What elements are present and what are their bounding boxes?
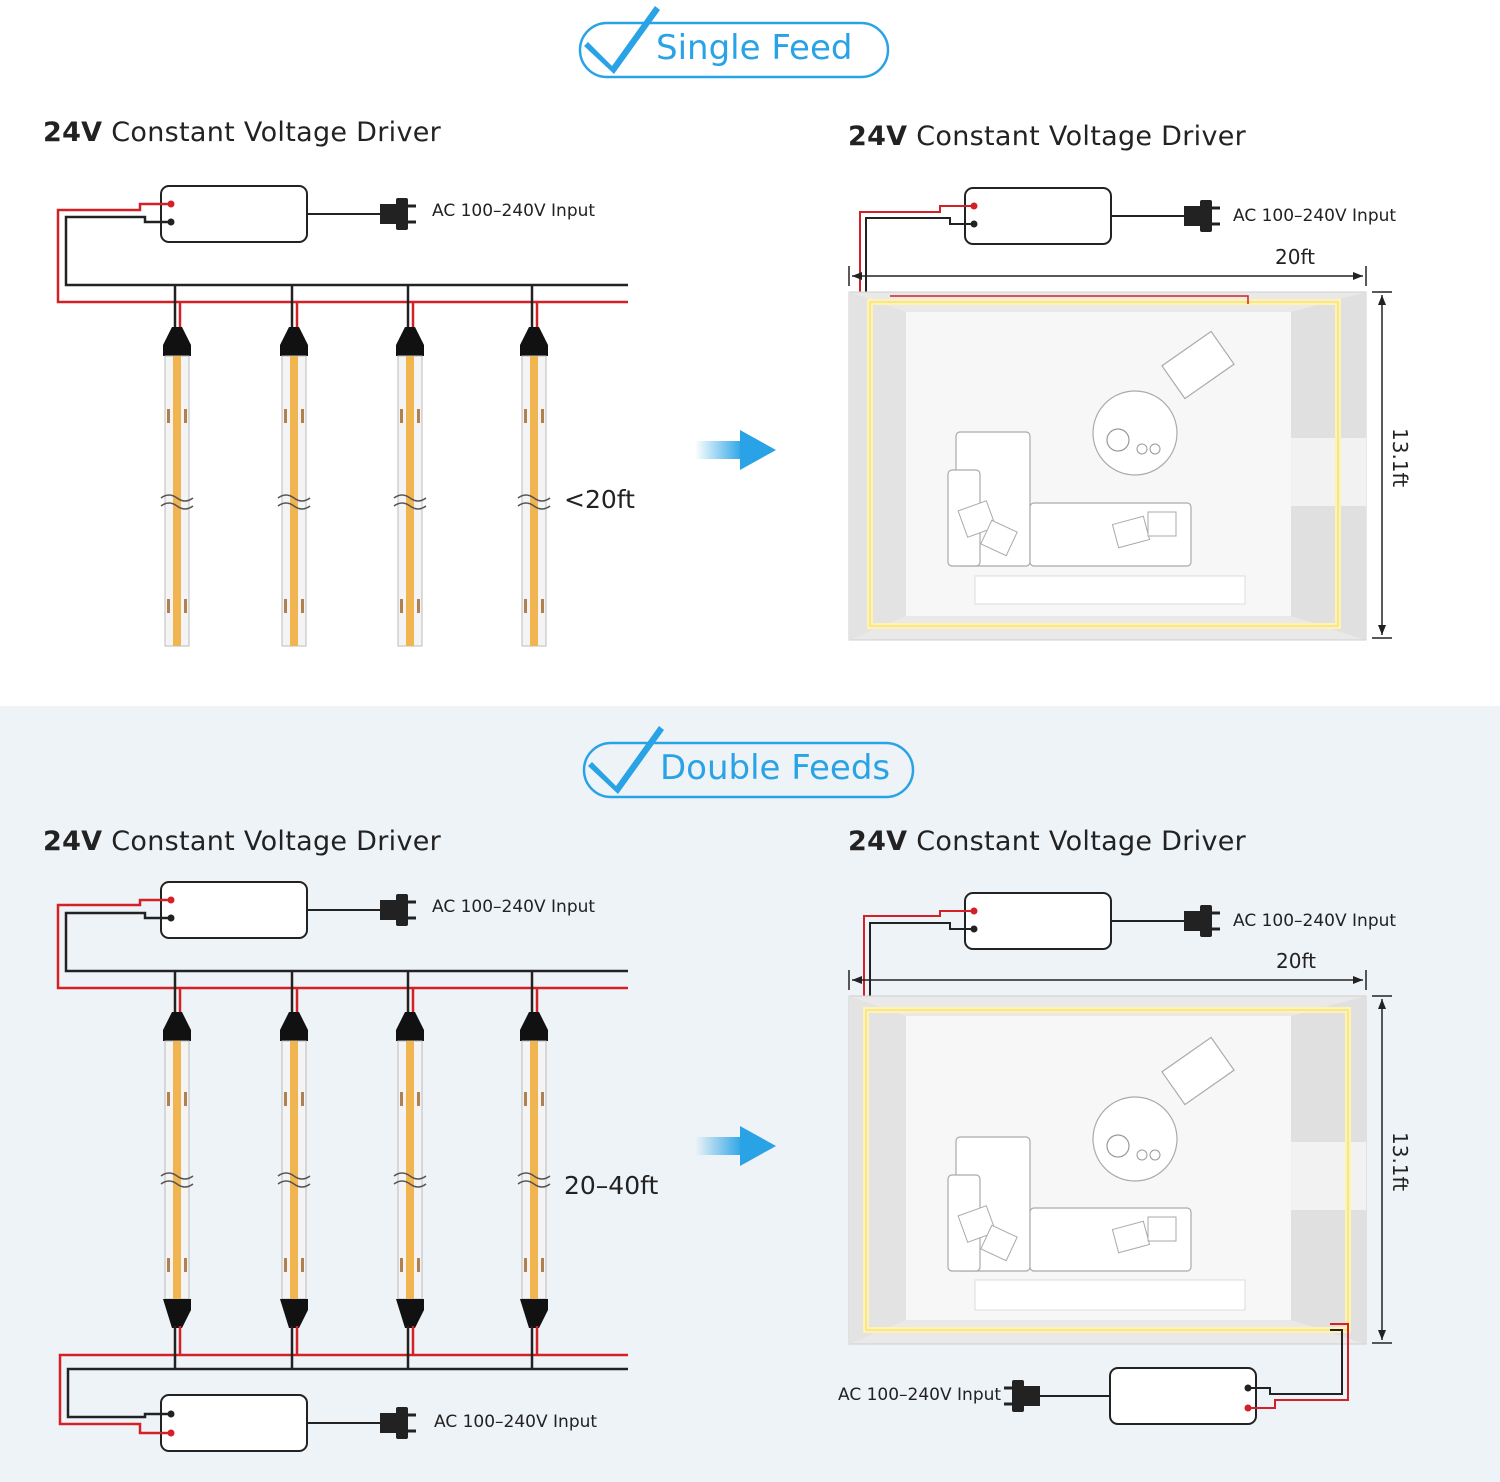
armchair-icon [1161,330,1235,400]
room-plan [848,995,1367,1345]
driver-title: 24V Constant Voltage Driver [43,826,441,857]
sofa-icon [947,431,1192,567]
led-strip [160,285,194,647]
room-width-label: 20ft [1275,245,1315,269]
strip-length-label: 20–40ft [564,1171,659,1200]
led-strip [277,285,311,647]
driver-title-text: Constant Voltage Driver [102,826,442,857]
double-feeds-diagram [56,726,1392,1452]
plug-icon [1184,905,1220,937]
plug-icon [1004,1380,1040,1412]
driver-title-text: Constant Voltage Driver [907,121,1247,152]
ac-input-label: AC 100–240V Input [432,897,596,917]
led-strip [160,971,194,1369]
led-strip [517,971,551,1369]
ac-input-label: AC 100–240V Input [432,201,596,221]
coffee-table-icon [1092,390,1178,476]
sofa-icon [947,1136,1192,1272]
single-feed-diagram [56,6,1392,647]
badge-pill [578,21,890,79]
driver-box [964,892,1112,950]
strip-length-label: <20ft [564,485,635,514]
room-plan [848,291,1367,641]
plug-icon [380,1407,416,1439]
ac-input-label: AC 100–240V Input [838,1385,1002,1405]
led-strip [277,971,311,1369]
driver-box [1109,1367,1257,1425]
armchair-icon [1161,1036,1235,1106]
driver-voltage: 24V [43,117,103,148]
plug-icon [380,894,416,926]
driver-voltage: 24V [848,121,908,152]
room-depth-label: 13.1ft [1388,428,1412,488]
strip-group [160,285,551,647]
plug-icon [380,198,416,230]
plug-icon [1184,200,1220,232]
single-feed-section: Single Feed 24V Constant Voltage Driver … [0,0,1500,706]
room-width-label: 20ft [1276,949,1316,973]
led-strip [517,285,551,647]
badge-pill [582,741,915,799]
driver-box [160,881,308,939]
badge-title: Double Feeds [660,748,891,788]
driver-box [160,1394,308,1452]
strip-group [160,971,551,1369]
badge-title: Single Feed [656,28,853,68]
driver-title: 24V Constant Voltage Driver [43,117,441,148]
driver-title: 24V Constant Voltage Driver [848,826,1246,857]
led-strip [393,971,427,1369]
driver-title: 24V Constant Voltage Driver [848,121,1246,152]
led-strip [393,285,427,647]
room-depth-label: 13.1ft [1388,1132,1412,1192]
arrow-right-icon [695,430,776,470]
driver-box [160,185,308,243]
double-feeds-section: Double Feeds 24V Constant Voltage Driver… [0,706,1500,1482]
driver-voltage: 24V [43,826,103,857]
coffee-table-icon [1092,1096,1178,1182]
driver-voltage: 24V [848,826,908,857]
check-icon [588,726,664,794]
check-icon [584,6,660,74]
driver-title-text: Constant Voltage Driver [102,117,442,148]
ac-input-label: AC 100–240V Input [434,1412,598,1432]
arrow-right-icon [695,1126,776,1166]
ac-input-label: AC 100–240V Input [1233,206,1397,226]
ac-input-label: AC 100–240V Input [1233,911,1397,931]
driver-title-text: Constant Voltage Driver [907,826,1247,857]
driver-box [964,187,1112,245]
